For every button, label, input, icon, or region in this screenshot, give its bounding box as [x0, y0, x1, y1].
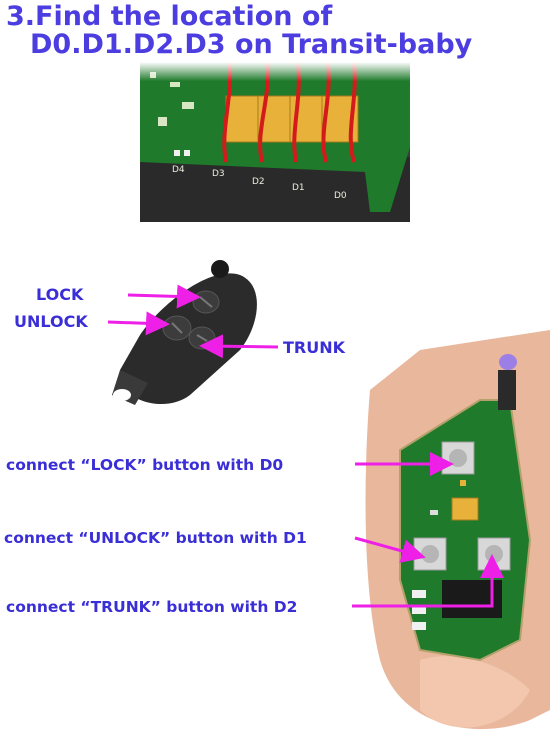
lock-label: LOCK [36, 285, 84, 304]
remote-pcb-illustration [360, 330, 550, 740]
title-line-2: D0.D1.D2.D3 on Transit-baby [30, 29, 473, 60]
key-fob-illustration [112, 260, 257, 405]
connect-unlock-instruction: connect “UNLOCK” button with D1 [4, 529, 307, 547]
connect-trunk-instruction: connect “TRUNK” button with D2 [6, 598, 298, 616]
trunk-label: TRUNK [283, 338, 346, 357]
connect-lock-instruction: connect “LOCK” button with D0 [6, 456, 284, 474]
title-line-1: 3.Find the location of [6, 1, 333, 32]
unlock-label: UNLOCK [14, 312, 88, 331]
key-fob-photo [100, 255, 275, 415]
pcb-board-photo: D4 D3 D2 D1 D0 [140, 62, 410, 222]
remote-pcb-photo [360, 330, 550, 740]
pcb-board-illustration: D4 D3 D2 D1 D0 [140, 62, 410, 222]
